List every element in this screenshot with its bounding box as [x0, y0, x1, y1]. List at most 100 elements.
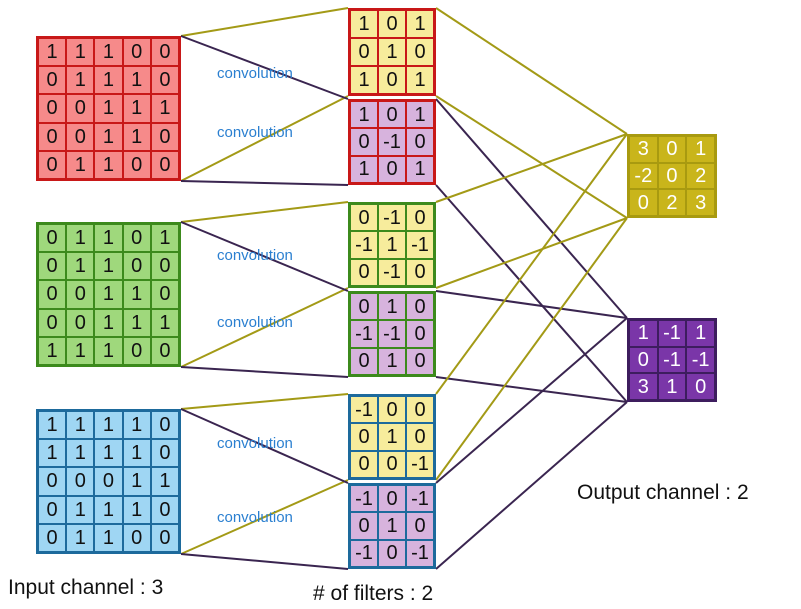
- matrix-cell: 0: [39, 151, 66, 178]
- matrix-cell: -1: [379, 321, 405, 347]
- filter-to-output-line: [435, 376, 628, 403]
- matrix-cell: 1: [379, 294, 405, 320]
- matrix-cell: 1: [39, 412, 66, 439]
- matrix-cell: 1: [351, 67, 377, 93]
- matrix-cell: -2: [630, 163, 657, 189]
- matrix-cell: -1: [351, 321, 377, 347]
- matrix-cell: 1: [379, 424, 405, 450]
- matrix-cell: 0: [151, 39, 178, 66]
- filter-to-output-line: [435, 317, 628, 484]
- matrix-cell: 0: [67, 468, 94, 495]
- input-to-filter-line: [180, 366, 349, 378]
- matrix-cell: 1: [67, 496, 94, 523]
- matrix-cell: 1: [95, 337, 122, 364]
- convolution-label: convolution: [217, 247, 293, 264]
- matrix-cell: -1: [351, 232, 377, 258]
- matrix-cell: 1: [407, 11, 433, 37]
- filter-to-output-line: [435, 133, 628, 395]
- input-to-filter-line: [180, 95, 349, 182]
- matrix-cell: 1: [95, 123, 122, 150]
- filter-to-output-line: [435, 217, 628, 289]
- matrix-cell: 1: [151, 309, 178, 336]
- matrix-cell: 1: [67, 67, 94, 94]
- matrix-cell: 0: [151, 496, 178, 523]
- convolution-label: convolution: [217, 435, 293, 452]
- matrix-cell: 0: [123, 225, 150, 252]
- matrix-cell: 1: [39, 39, 66, 66]
- matrix-cell: 0: [151, 524, 178, 551]
- matrix-cell: 0: [67, 95, 94, 122]
- input-to-filter-line: [180, 7, 349, 37]
- matrix-cell: 1: [407, 156, 433, 182]
- matrix-cell: 0: [379, 397, 405, 423]
- matrix-cell: 1: [95, 39, 122, 66]
- input-to-filter-line: [180, 287, 349, 368]
- matrix-cell: -1: [351, 397, 377, 423]
- input-to-filter-line: [180, 393, 349, 410]
- matrix-cell: 0: [123, 39, 150, 66]
- matrix-cell: 0: [95, 468, 122, 495]
- matrix-cell: 0: [379, 540, 405, 566]
- matrix-cell: 0: [123, 524, 150, 551]
- matrix-cell: 1: [379, 232, 405, 258]
- matrix-cell: -1: [351, 486, 377, 512]
- matrix-cell: 0: [67, 123, 94, 150]
- input-to-filter-line: [180, 479, 349, 555]
- matrix-cell: 1: [67, 225, 94, 252]
- filter-to-output-line: [435, 133, 628, 203]
- matrix-cell: 0: [407, 397, 433, 423]
- matrix-cell: 1: [67, 440, 94, 467]
- convolution-label: convolution: [217, 314, 293, 331]
- matrix-cell: 1: [39, 440, 66, 467]
- matrix-cell: 1: [379, 348, 405, 374]
- matrix-cell: 1: [67, 151, 94, 178]
- matrix-cell: 1: [151, 225, 178, 252]
- matrix-cell: 1: [407, 67, 433, 93]
- matrix-cell: -1: [658, 321, 686, 346]
- matrix-cell: 0: [39, 468, 66, 495]
- matrix-cell: 0: [67, 281, 94, 308]
- matrix-cell: 1: [379, 513, 405, 539]
- input-to-filter-line: [180, 180, 349, 186]
- filter-to-output-line: [435, 290, 628, 319]
- matrix-cell: 0: [658, 137, 686, 162]
- matrix-cell: 1: [67, 253, 94, 280]
- matrix-cell: 1: [351, 156, 377, 182]
- convolution-label: convolution: [217, 65, 293, 82]
- matrix-cell: 0: [39, 225, 66, 252]
- matrix-cell: 1: [151, 95, 178, 122]
- filter-to-output-line: [435, 217, 628, 481]
- matrix-cell: -1: [379, 259, 405, 285]
- matrix-cell: 1: [123, 281, 150, 308]
- matrix-cell: 0: [379, 156, 405, 182]
- output-channel-caption: Output channel : 2: [577, 481, 749, 504]
- matrix-cell: 1: [95, 151, 122, 178]
- matrix-cell: 1: [123, 412, 150, 439]
- matrix-cell: 0: [407, 294, 433, 320]
- matrix-cell: 1: [123, 496, 150, 523]
- matrix-cell: 0: [379, 451, 405, 477]
- matrix-cell: 1: [687, 321, 714, 346]
- input-to-filter-line: [180, 221, 349, 292]
- matrix-cell: 0: [151, 67, 178, 94]
- matrix-cell: -1: [687, 347, 714, 373]
- matrix-cell: 1: [95, 225, 122, 252]
- matrix-cell: 0: [379, 67, 405, 93]
- matrix-cell: 1: [123, 468, 150, 495]
- matrix-cell: 0: [351, 39, 377, 65]
- input-to-filter-line: [180, 553, 349, 570]
- matrix-cell: 0: [123, 151, 150, 178]
- matrix-cell: 1: [351, 11, 377, 37]
- matrix-cell: 1: [95, 281, 122, 308]
- matrix-cell: 0: [407, 348, 433, 374]
- matrix-cell: 1: [95, 412, 122, 439]
- matrix-cell: 0: [39, 496, 66, 523]
- matrix-cell: 0: [39, 524, 66, 551]
- matrix-cell: 0: [151, 440, 178, 467]
- matrix-cell: 1: [39, 337, 66, 364]
